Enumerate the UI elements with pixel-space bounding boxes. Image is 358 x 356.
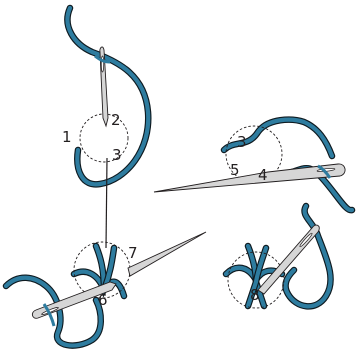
step-4-group: 8 [222, 202, 334, 310]
step-1-label-3: 3 [112, 146, 122, 164]
step-3-needle [31, 231, 207, 319]
step-3-group: 6 7 [2, 231, 207, 349]
step-2-label-5: 5 [230, 161, 240, 179]
step-1-needle [99, 46, 109, 128]
step-4-dashed-circle [227, 251, 285, 309]
step-1-label-1: 1 [62, 128, 72, 146]
step-2-dashed-circle [225, 125, 283, 183]
step-1-thread-eye [94, 54, 111, 64]
step-4-thread [222, 202, 334, 310]
step-2-group: 3 4 5 [153, 116, 356, 214]
step-2-needle [153, 163, 346, 193]
step-3-label-7: 7 [128, 244, 138, 262]
step-1-thread [64, 4, 152, 188]
step-1-guide-line [105, 157, 108, 249]
step-2-label-3: 3 [237, 133, 247, 151]
step-4-needle [257, 224, 320, 295]
step-2-thread-eye [317, 164, 332, 179]
step-2-label-4: 4 [258, 166, 268, 184]
step-1-label-2: 2 [111, 111, 121, 129]
step-1-dashed-circle [79, 113, 129, 163]
step-4-label-8: 8 [250, 286, 260, 304]
step-3-label-6: 6 [98, 291, 108, 309]
step-1-group: 1 2 3 [62, 4, 152, 249]
step-3-thread-eye [42, 303, 56, 327]
